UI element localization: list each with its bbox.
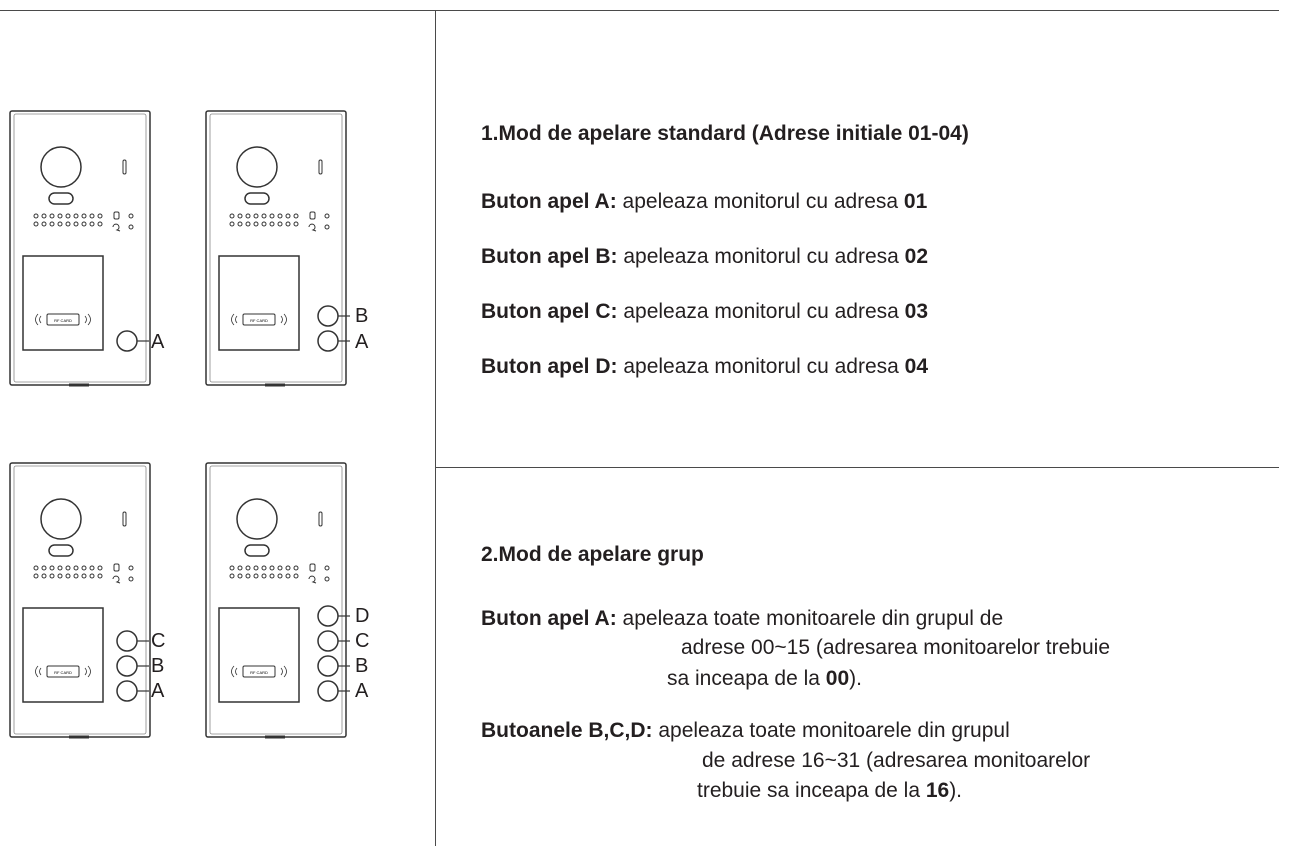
panel3-label-a: A	[151, 680, 165, 702]
panel3-label-b: B	[151, 655, 165, 677]
call-button-c	[116, 630, 138, 652]
panel4-label-b: B	[355, 655, 369, 677]
section2-item-bcd-line1: Butoanele B,C,D: apeleaza toate monitoar…	[481, 719, 1010, 742]
call-button-b	[317, 655, 339, 677]
section1-item-d: Buton apel D: apeleaza monitorul cu adre…	[481, 355, 929, 378]
rf-card-label: RF CARD	[250, 670, 268, 675]
section2-item-bcd-line2: de adrese 16~31 (adresarea monitoarelor	[702, 749, 1091, 772]
section2-title: 2.Mod de apelare grup	[481, 543, 704, 566]
call-button-d	[317, 605, 339, 627]
section1-item-c: Buton apel C: apeleaza monitorul cu adre…	[481, 300, 929, 323]
panel3-label-c: C	[151, 630, 166, 652]
door-panel-3: RF CARD	[8, 461, 152, 739]
call-button-b	[317, 305, 339, 327]
panel2-label-b: B	[355, 305, 369, 327]
call-button-a	[116, 330, 138, 352]
door-panel-1: RF CARD	[8, 109, 152, 387]
section2-item-bcd-line3: trebuie sa inceapa de la 16).	[697, 779, 963, 802]
call-button-b	[116, 655, 138, 677]
top-divider	[0, 10, 1279, 11]
panel2-label-a: A	[355, 331, 369, 353]
vertical-divider	[435, 10, 436, 846]
section2-item-a-line1: Buton apel A: apeleaza toate monitoarele…	[481, 607, 1004, 630]
panel1-label-a: A	[151, 331, 165, 353]
section2-item-a-line3: sa inceapa de la 00).	[667, 667, 862, 690]
call-button-a	[317, 680, 339, 702]
panel4-label-a: A	[355, 680, 369, 702]
rf-card-label: RF CARD	[54, 318, 72, 323]
rf-card-label: RF CARD	[54, 670, 72, 675]
section1-title: 1.Mod de apelare standard (Adrese initia…	[481, 122, 969, 145]
middle-divider	[435, 467, 1279, 468]
door-panel-2: RF CARD	[204, 109, 350, 387]
panel4-label-c: C	[355, 630, 370, 652]
rf-card-label: RF CARD	[250, 318, 268, 323]
panel4-label-d: D	[355, 605, 370, 627]
section2-item-a-line2: adrese 00~15 (adresarea monitoarelor tre…	[681, 636, 1111, 659]
call-button-a	[317, 330, 339, 352]
door-panel-4: RF CARD	[204, 461, 350, 739]
section1-item-a: Buton apel A: apeleaza monitorul cu adre…	[481, 190, 928, 213]
call-button-a	[116, 680, 138, 702]
call-button-c	[317, 630, 339, 652]
section1-item-b: Buton apel B: apeleaza monitorul cu adre…	[481, 245, 929, 268]
